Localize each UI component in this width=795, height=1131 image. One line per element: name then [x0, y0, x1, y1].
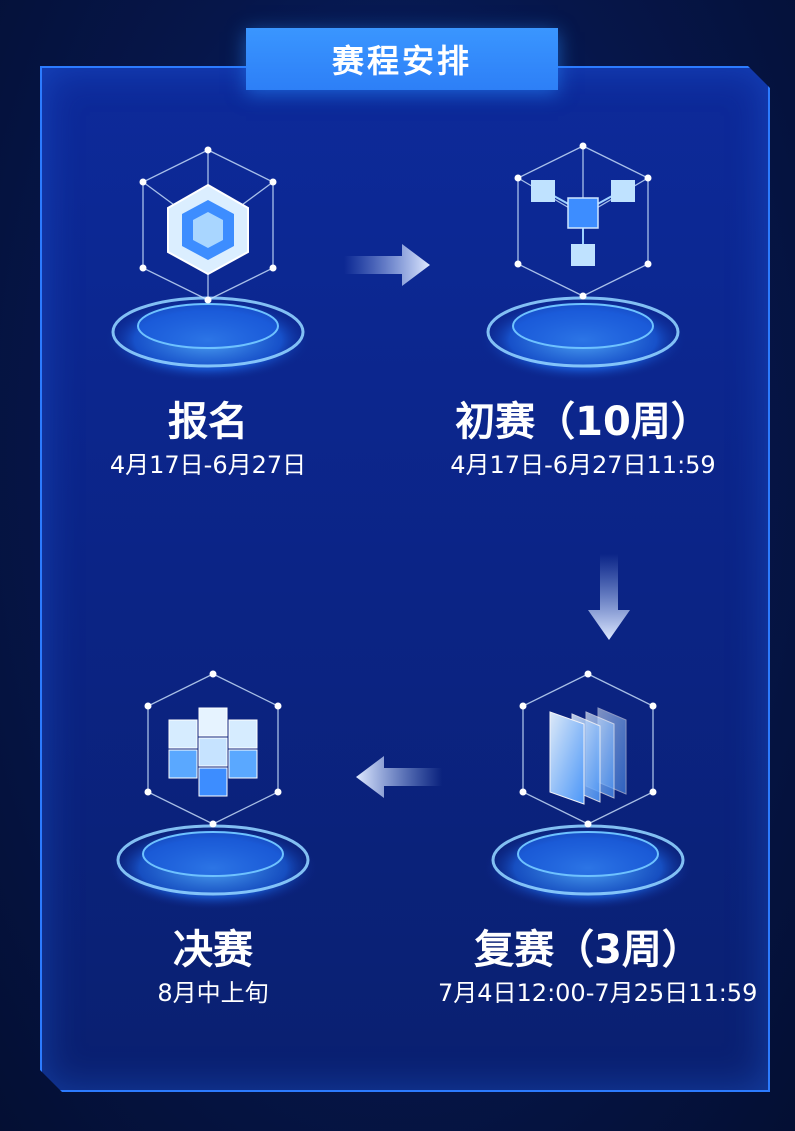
stage-date: 8月中上旬 [157, 979, 269, 1007]
arrow-left-icon [356, 756, 442, 798]
cube-stack-icon [108, 670, 318, 910]
stage-preliminary: 初赛（10周） 4月17日-6月27日11:59 [433, 140, 733, 478]
stage-date: 4月17日-6月27日11:59 [450, 451, 716, 479]
network-cubes-icon [478, 142, 688, 382]
header-title: 赛程安排 [331, 42, 472, 80]
stage-semifinal: 复赛（3周） 7月4日12:00-7月25日11:59 [438, 668, 758, 1007]
stage-title: 初赛（10周） [455, 399, 711, 445]
schedule-header: 赛程安排 [246, 28, 558, 90]
arrow-down-icon [588, 554, 630, 640]
layered-panels-icon [483, 670, 693, 910]
stage-title: 决赛 [173, 927, 253, 973]
stage-title: 复赛（3周） [474, 927, 702, 973]
stage-final: 决赛 8月中上旬 [63, 668, 363, 1006]
stage-registration: 报名 4月17日-6月27日 [58, 140, 358, 478]
hexagon-gem-icon [103, 146, 313, 382]
stage-date: 7月4日12:00-7月25日11:59 [438, 979, 758, 1007]
arrow-right-icon [344, 244, 430, 286]
stage-date: 4月17日-6月27日 [109, 451, 307, 479]
stage-title: 报名 [168, 399, 248, 445]
